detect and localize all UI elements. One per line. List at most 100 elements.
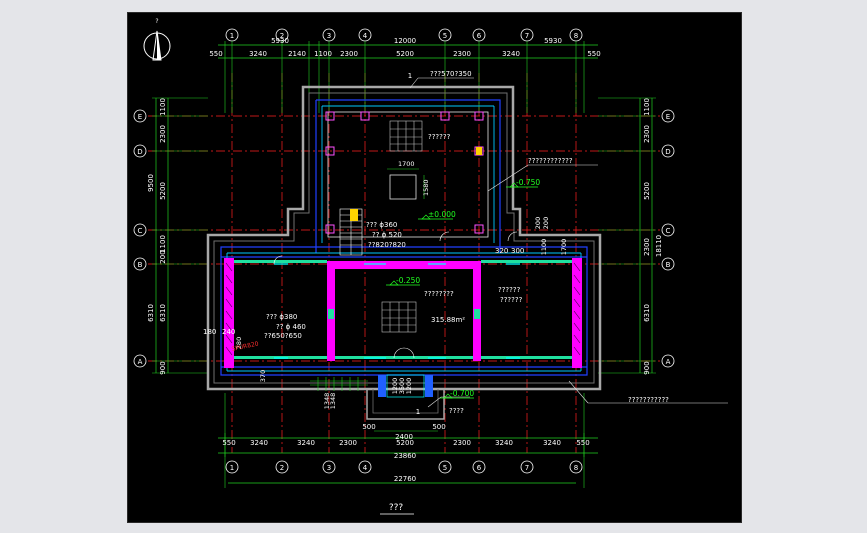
dim-left-total: 9500 [147,174,155,192]
dim-top-outer-2: 12000 [394,37,416,45]
pipe-b: ??? ɸ380 [266,313,297,321]
dim-top-inner-1: 550 [209,50,222,58]
dim-left-1: 1100 [159,98,167,116]
pipe-a2: ?? ɸ 520 [372,231,402,239]
lower-room-c: ?????? [500,296,523,304]
outer-walls [206,85,602,391]
small-dim-1: 320 [495,247,508,255]
row-axes [133,109,675,368]
dim-left-2: 2300 [159,125,167,143]
dim-bot-inner-4: 2300 [339,439,357,447]
axis-3-bottom: 3 [327,464,331,472]
drawing-sheet: ? 1 2 3 4 5 6 7 8 1 2 3 4 5 6 7 8 E [127,12,742,523]
axis-E-right: E [666,113,670,121]
dim-top-inner-3: 2140 [288,50,306,58]
dim-top-inner-5: 2300 [340,50,358,58]
dim-bot-inner-6: 2300 [453,439,471,447]
axis-C-right: C [666,227,671,235]
dim-top-inner-9: 550 [587,50,600,58]
lower-elev: -0.250 [396,276,420,285]
axis-B-left: B [138,261,143,269]
dim-right-3: 5200 [643,182,651,200]
dim-top-inner-8: 3240 [502,50,520,58]
dim-right-2: 2300 [643,125,651,143]
axis-C-left: C [138,227,143,235]
dim-bot-inner-8: 3240 [543,439,561,447]
dim-right-1: 1100 [643,98,651,116]
small-dim-8: 180 [203,328,216,336]
upper-room-label: ?????? [428,133,451,141]
pipe-a3: ??820?820 [368,241,406,249]
small-dim-2: 300 [511,247,524,255]
axis-8-top: 8 [574,32,578,40]
axis-1-top: 1 [230,32,234,40]
dim-top-inner-2: 3240 [249,50,267,58]
axis-2-top: 2 [280,32,284,40]
entry-side-dim-2: 1348 [329,393,337,410]
dim-bot-inner-5: 5200 [396,439,414,447]
axis-6-bottom: 6 [477,464,482,472]
tile-hatch-lower [381,301,417,333]
axis-A-left: A [138,358,143,366]
north-arrow-icon: ? [143,18,171,61]
entry-dim-2: 2400 [395,433,413,441]
small-dim-10: 370 [259,370,267,382]
axis-2-bottom: 2 [280,464,284,472]
entry-elev: -0.700 [450,389,474,398]
pipe-b3: ??650?650 [264,332,302,340]
dim-left-5: 200 [159,250,167,263]
dim-left-4: 1100 [159,235,167,253]
opening-height: 1580 [422,179,430,196]
dim-bot-inner-2: 3240 [250,439,268,447]
level-zero: ±0.000 [428,210,456,219]
pipe-a: ??? ɸ360 [366,221,397,229]
dim-left-6b: 6310 [147,304,155,322]
entry-dim-1: 500 [362,423,375,431]
north-label: ? [155,18,158,25]
axis-1-bottom: 1 [230,464,234,472]
area-label: 315.88m² [431,316,465,324]
dim-right-5: 6310 [643,304,651,322]
axis-D-left: D [137,148,142,156]
dimension-lines [152,41,656,488]
entry-small-2: 3500 [398,378,406,395]
dim-left-3: 5200 [159,182,167,200]
dim-bot-inner-7: 3240 [495,439,513,447]
dim-bot-total-inner: 23860 [394,452,416,460]
axis-D-right: D [665,148,670,156]
dim-left-6: 6310 [159,304,167,322]
small-dim-5: 1100 [540,239,548,256]
inner-structure [220,99,588,376]
axis-7-bottom: 7 [525,464,529,472]
dim-bot-inner-1: 550 [222,439,235,447]
axis-7-top: 7 [525,32,529,40]
entry-dim-3: 500 [432,423,445,431]
floor-opening [387,168,425,200]
dim-right-4: 2300 [643,238,651,256]
dim-right-6: 900 [643,361,651,374]
upper-room-elev: -0.750 [516,178,540,187]
small-dim-4: 200 [542,217,550,229]
axis-6-top: 6 [477,32,482,40]
axis-E-left: E [138,113,142,121]
callout-1-top: 1 [408,72,412,80]
dim-top-outer-3: 5930 [544,37,562,45]
floor-plan-drawing: ? 1 2 3 4 5 6 7 8 1 2 3 4 5 6 7 8 E [133,18,728,515]
dim-bot-inner-9: 550 [576,439,589,447]
upper-room-note: ???????????? [528,157,573,165]
entry-small-1: 1200 [391,378,399,395]
lower-room-a: ???????? [424,290,454,298]
pipe-b2: ?? ɸ 460 [276,323,306,331]
entry-label: ???? [449,407,464,415]
opening-width: 1700 [398,160,415,168]
dim-bot-inner-3: 3240 [297,439,315,447]
column-axes-bottom [225,460,583,474]
dim-top-outer-1: 5930 [271,37,289,45]
dim-bot-total-outer: 22760 [394,475,416,483]
entry-callout: 1 [416,408,420,416]
drawing-title: ??? [389,503,404,513]
axis-4-top: 4 [363,32,368,40]
small-dim-3: 200 [534,217,542,229]
axis-5-top: 5 [443,32,447,40]
lower-room-b: ?????? [498,286,521,294]
